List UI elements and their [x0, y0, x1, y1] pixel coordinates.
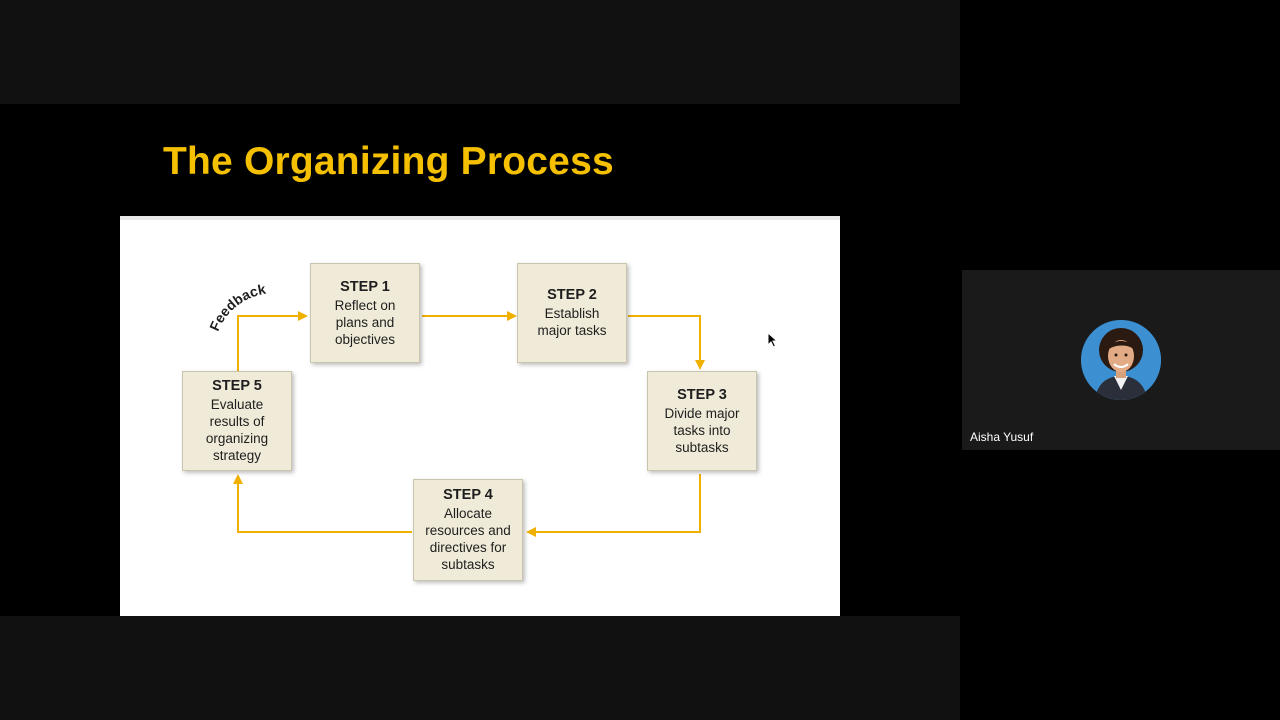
- avatar-photo-icon: [1081, 320, 1161, 400]
- step-1-box: STEP 1 Reflect on plans and objectives: [310, 263, 420, 363]
- step-2-desc: Establish major tasks: [537, 306, 607, 338]
- step-3-desc: Divide major tasks into subtasks: [664, 405, 740, 455]
- arrow-step3-to-step4: [526, 474, 701, 537]
- arrow-step4-to-step5: [233, 474, 412, 533]
- step-5-desc: Evaluate results of organizing strategy: [205, 397, 269, 463]
- screen-letterbox-bottom: [0, 616, 960, 720]
- step-2-title: STEP 2: [547, 287, 597, 303]
- step-4-desc: Allocate resources and directives for su…: [425, 506, 511, 572]
- step-1-desc: Reflect on plans and objectives: [334, 297, 396, 347]
- mouse-pointer-icon: [767, 331, 779, 353]
- step-3-title: STEP 3: [677, 386, 727, 403]
- step-5-box: STEP 5 Evaluate results of organizing st…: [182, 371, 292, 471]
- flow-arrows: Feedback: [206, 281, 705, 537]
- shared-screen: The Organizing Process Feedback: [0, 0, 960, 720]
- slide-title: The Organizing Process: [163, 140, 614, 183]
- arrow-step2-to-step3: [628, 315, 705, 370]
- participant-video-tile[interactable]: Aisha Yusuf: [962, 270, 1280, 450]
- step-2-box: STEP 2 Establish major tasks: [517, 263, 627, 363]
- participants-panel-empty: [960, 0, 1280, 270]
- arrow-feedback-step5-to-step1: [237, 311, 308, 372]
- step-1-title: STEP 1: [340, 278, 390, 295]
- participant-name: Aisha Yusuf: [970, 430, 1034, 444]
- step-5-title: STEP 5: [212, 378, 262, 394]
- step-3-box: STEP 3 Divide major tasks into subtasks: [647, 371, 757, 471]
- step-4-box: STEP 4 Allocate resources and directives…: [413, 479, 523, 581]
- feedback-label: Feedback: [206, 281, 267, 334]
- organizing-process-diagram: Feedback STEP 1 Reflect on plans and obj…: [120, 216, 840, 616]
- step-4-title: STEP 4: [443, 487, 493, 503]
- screen-letterbox-top: [0, 0, 960, 104]
